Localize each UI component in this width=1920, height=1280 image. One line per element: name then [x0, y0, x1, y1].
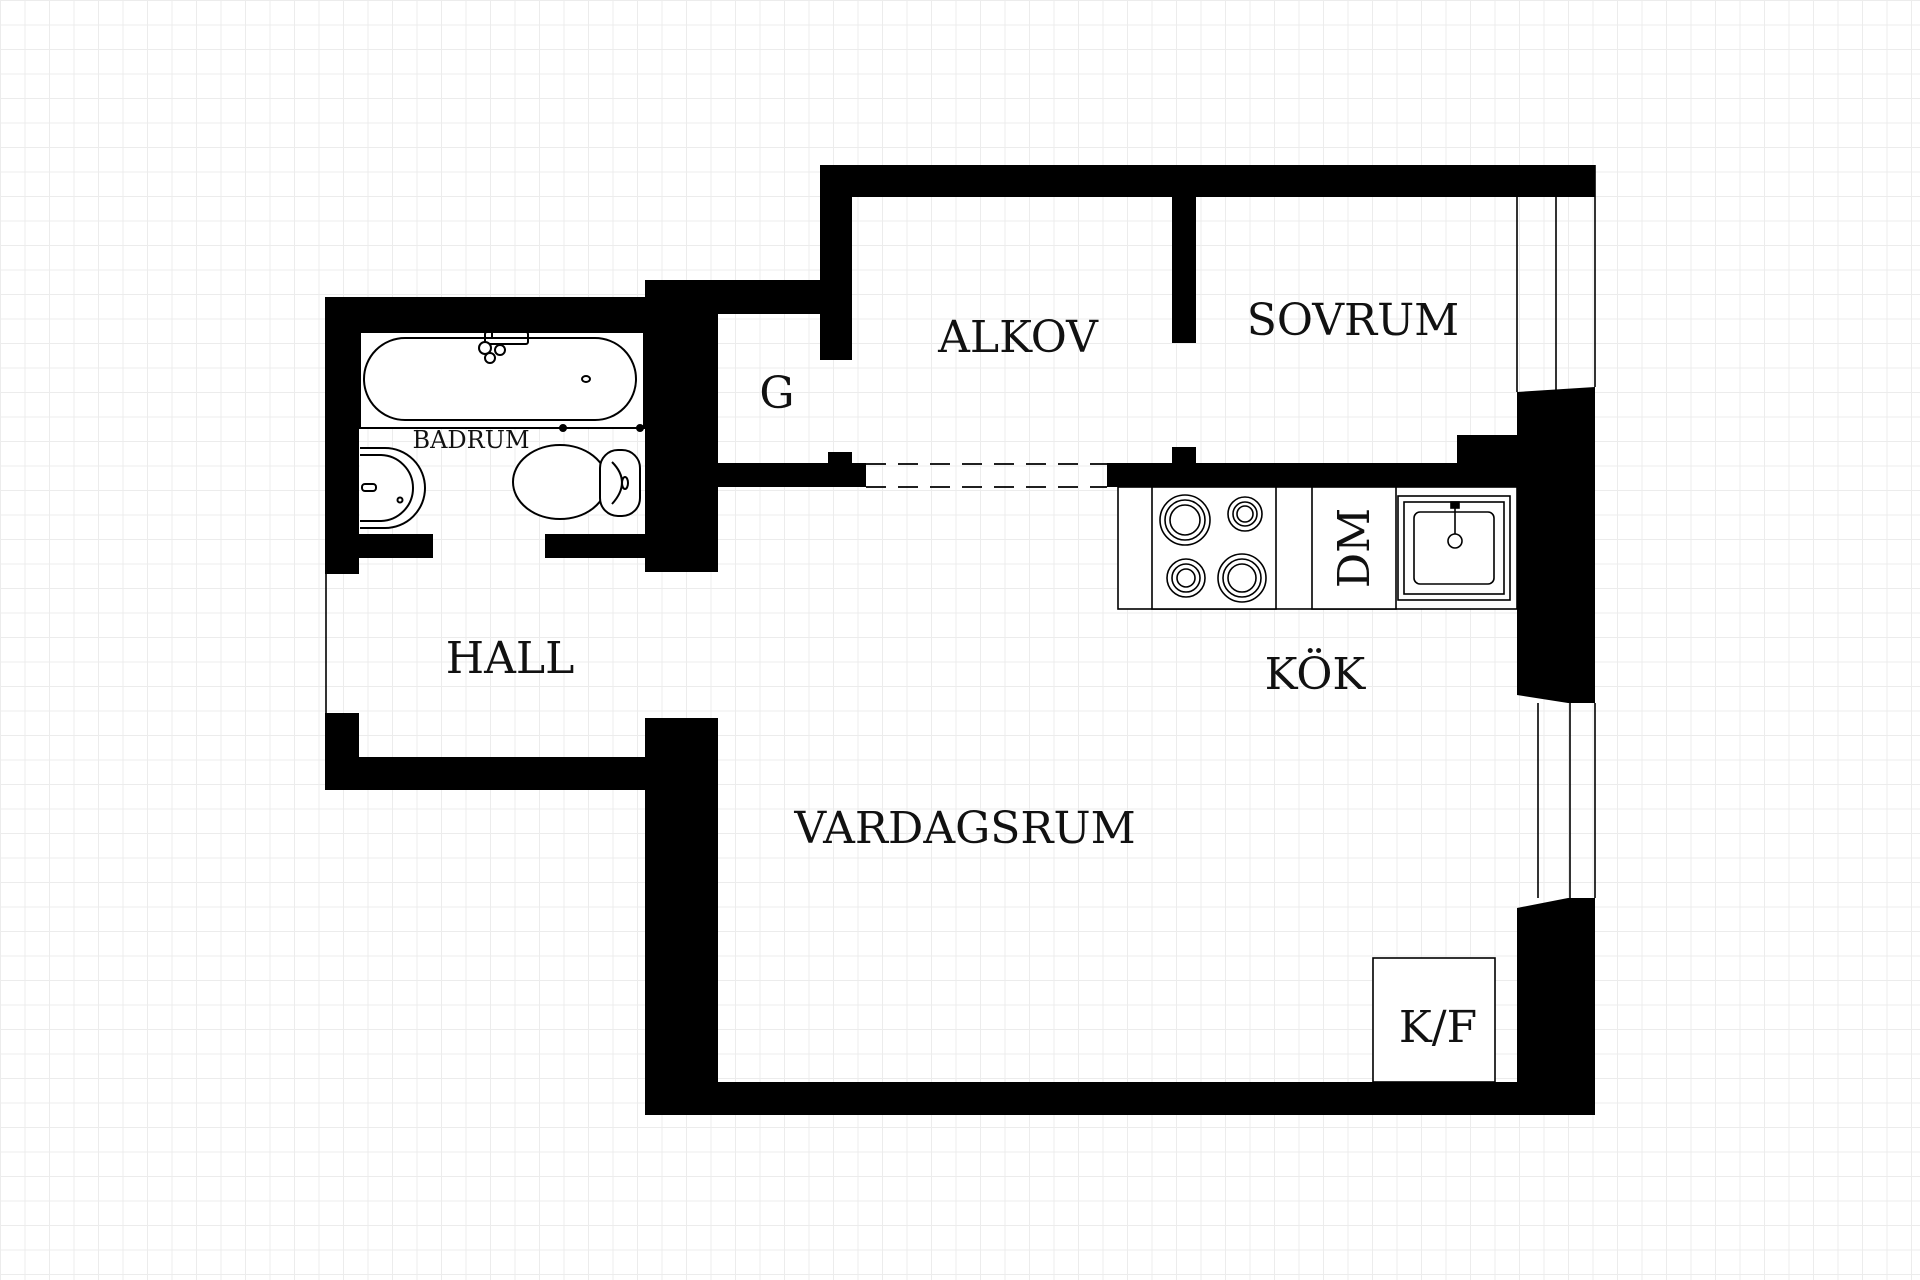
label-hall: HALL: [446, 633, 575, 684]
bathtub-drain-icon: [581, 375, 591, 383]
bathroom-fixtures: [359, 330, 645, 529]
toilet-icon: [512, 444, 641, 520]
label-alkov: ALKOV: [937, 312, 1099, 363]
wall-alkov-sovrum: [1172, 197, 1196, 343]
wall-bath-top: [325, 297, 718, 331]
label-dm: DM: [1329, 508, 1380, 588]
bathtub-faucet-icon: [478, 330, 530, 364]
label-kok: KÖK: [1265, 647, 1367, 700]
wall-mid-right-step: [1457, 435, 1517, 487]
wall-living-left: [645, 718, 718, 1115]
stove-icon: [1151, 486, 1277, 610]
washbasin-icon: [360, 447, 426, 529]
wall-alkov-left: [820, 165, 852, 360]
kitchen-fixtures: [1117, 486, 1518, 610]
dishwasher: [1311, 486, 1397, 610]
room-labels: ALKOV SOVRUM G BADRUM HALL KÖK DM VARDAG…: [412, 295, 1477, 1053]
alkov-opening: [866, 463, 1107, 488]
wall-mid-right: [1107, 463, 1457, 487]
wall-right-upper: [1517, 387, 1595, 703]
label-vardagsrum: VARDAGSRUM: [793, 803, 1135, 854]
wall-right-lower: [1517, 898, 1595, 1115]
fridge-freezer: [1372, 957, 1496, 1083]
windows: [325, 165, 1596, 898]
walls: [325, 165, 1595, 1115]
label-sovrum: SOVRUM: [1247, 295, 1459, 346]
label-g: G: [759, 368, 794, 419]
wall-mid-g-stub: [828, 452, 852, 487]
wall-bottom: [645, 1082, 1595, 1115]
label-badrum: BADRUM: [412, 426, 529, 454]
wall-bath-door-right: [545, 534, 718, 558]
label-kf: K/F: [1399, 1002, 1477, 1053]
wall-top-upper: [820, 165, 1595, 197]
wall-alkov-sovrum-stub: [1172, 447, 1196, 465]
wall-bath-door-left: [325, 534, 433, 558]
wall-left-upper: [325, 297, 359, 574]
kitchen-sink-icon: [1397, 495, 1511, 601]
